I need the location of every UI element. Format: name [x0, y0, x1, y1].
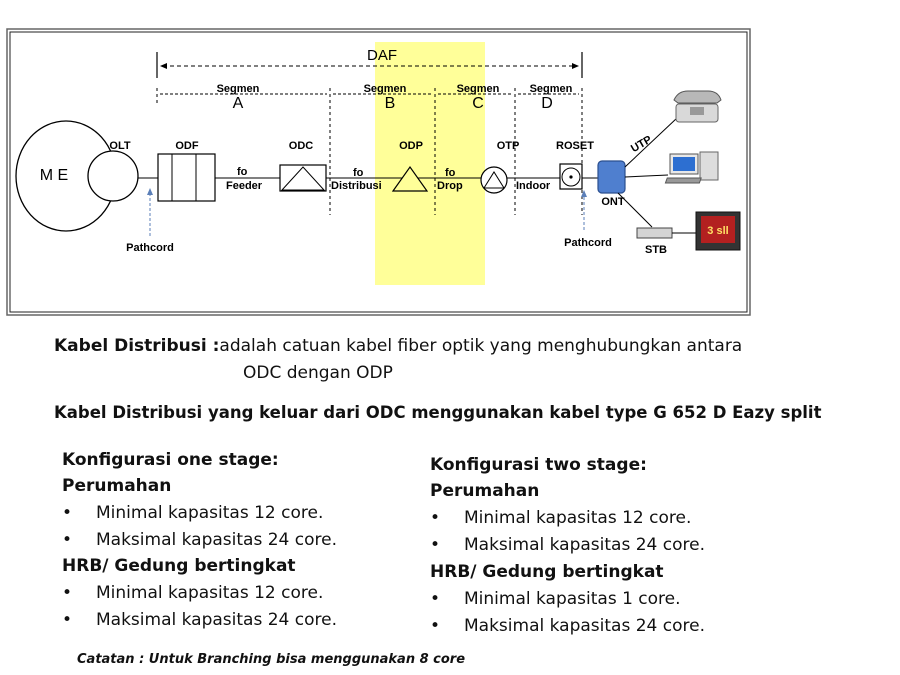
bullet-icon: • [430, 508, 441, 528]
indoor-label: Indoor [516, 180, 551, 192]
diagram-inner-frame [9, 31, 748, 313]
bullet-icon: • [62, 610, 73, 630]
left-col-bullet-1: • Minimal kapasitas 12 core. [62, 500, 323, 526]
feeder-label: Feeder [226, 180, 263, 192]
odp-highlight [375, 42, 485, 285]
odc-node [279, 164, 327, 192]
segment-b-letter: B [385, 95, 396, 112]
left-col-bullet-3-text: Minimal kapasitas 12 core. [96, 583, 324, 603]
bullet-icon: • [430, 535, 441, 555]
right-col-bullet-3: • Minimal kapasitas 1 core. [430, 586, 681, 612]
right-col-sub1: Perumahan [430, 481, 540, 501]
left-col-sub1: Perumahan [62, 476, 172, 496]
left-col-bullet-4-text: Maksimal kapasitas 24 core. [96, 610, 337, 630]
definition-body-1: adalah catuan kabel fiber optik yang men… [219, 336, 743, 356]
definition-title: Kabel Distribusi : [54, 336, 220, 356]
left-col-bullet-4: • Maksimal kapasitas 24 core. [62, 607, 337, 633]
bullet-icon: • [430, 616, 441, 636]
segment-c-letter: C [472, 95, 484, 112]
odf-node [157, 153, 216, 202]
definition-line-1: Kabel Distribusi :adalah catuan kabel fi… [54, 333, 742, 359]
right-col-title: Konfigurasi two stage: [430, 455, 647, 475]
roset-label: ROSET [556, 140, 594, 152]
right-col-bullet-4-text: Maksimal kapasitas 24 core. [464, 616, 705, 636]
fo-distribusi-label: fo [353, 167, 364, 179]
pathcord-right-label: Pathcord [564, 237, 612, 249]
fo-drop-label: fo [445, 167, 456, 179]
right-col-bullet-3-text: Minimal kapasitas 1 core. [464, 589, 681, 609]
segment-a-label: Segmen [217, 83, 260, 95]
segment-d-letter: D [541, 95, 553, 112]
me-label: M E [40, 167, 68, 184]
left-col-bullet-2: • Maksimal kapasitas 24 core. [62, 527, 337, 553]
bullet-icon: • [62, 503, 73, 523]
odf-label: ODF [175, 140, 199, 152]
segment-c-label: Segmen [457, 83, 500, 95]
pathcord-left-label: Pathcord [126, 242, 174, 254]
olt-node [87, 150, 139, 202]
left-col-title: Konfigurasi one stage: [62, 450, 279, 470]
ont-node [597, 160, 626, 194]
otp-node [480, 166, 508, 194]
left-col-bullet-2-text: Maksimal kapasitas 24 core. [96, 530, 337, 550]
definition-body-2: ODC dengan ODP [243, 363, 393, 383]
ont-label: ONT [601, 196, 625, 208]
odp-label: ODP [399, 140, 423, 152]
distribusi-label: Distribusi [331, 180, 382, 192]
tv-icon: 3 sll [695, 211, 741, 251]
odp-node [391, 165, 429, 192]
stb-label: STB [645, 244, 667, 256]
stb-node [636, 227, 673, 239]
tv-screen-text: 3 sll [707, 225, 728, 237]
otp-label: OTP [497, 140, 520, 152]
network-diagram: DAF Segmen Segmen Segmen Segmen A B C D … [6, 28, 751, 316]
drop-label: Drop [437, 180, 463, 192]
odc-label: ODC [289, 140, 314, 152]
right-col-bullet-2-text: Maksimal kapasitas 24 core. [464, 535, 705, 555]
statement: Kabel Distribusi yang keluar dari ODC me… [54, 403, 822, 422]
left-col-bullet-1-text: Minimal kapasitas 12 core. [96, 503, 324, 523]
right-col-sub2: HRB/ Gedung bertingkat [430, 562, 664, 582]
left-col-sub2: HRB/ Gedung bertingkat [62, 556, 296, 576]
fo-feeder-label: fo [237, 166, 248, 178]
right-col-bullet-2: • Maksimal kapasitas 24 core. [430, 532, 705, 558]
left-col-bullet-3: • Minimal kapasitas 12 core. [62, 580, 323, 606]
right-col-bullet-1: • Minimal kapasitas 12 core. [430, 505, 691, 531]
branching-note: Catatan : Untuk Branching bisa menggunak… [77, 652, 466, 667]
phone-icon [673, 90, 722, 123]
segment-a-letter: A [233, 95, 244, 112]
bullet-icon: • [62, 583, 73, 603]
computer-icon [664, 151, 719, 184]
right-col-bullet-1-text: Minimal kapasitas 12 core. [464, 508, 692, 528]
segment-b-label: Segmen [364, 83, 407, 95]
bullet-icon: • [62, 530, 73, 550]
bullet-icon: • [430, 589, 441, 609]
olt-label: OLT [109, 140, 130, 152]
daf-label: DAF [367, 47, 397, 64]
segment-d-label: Segmen [530, 83, 573, 95]
right-col-bullet-4: • Maksimal kapasitas 24 core. [430, 613, 705, 639]
